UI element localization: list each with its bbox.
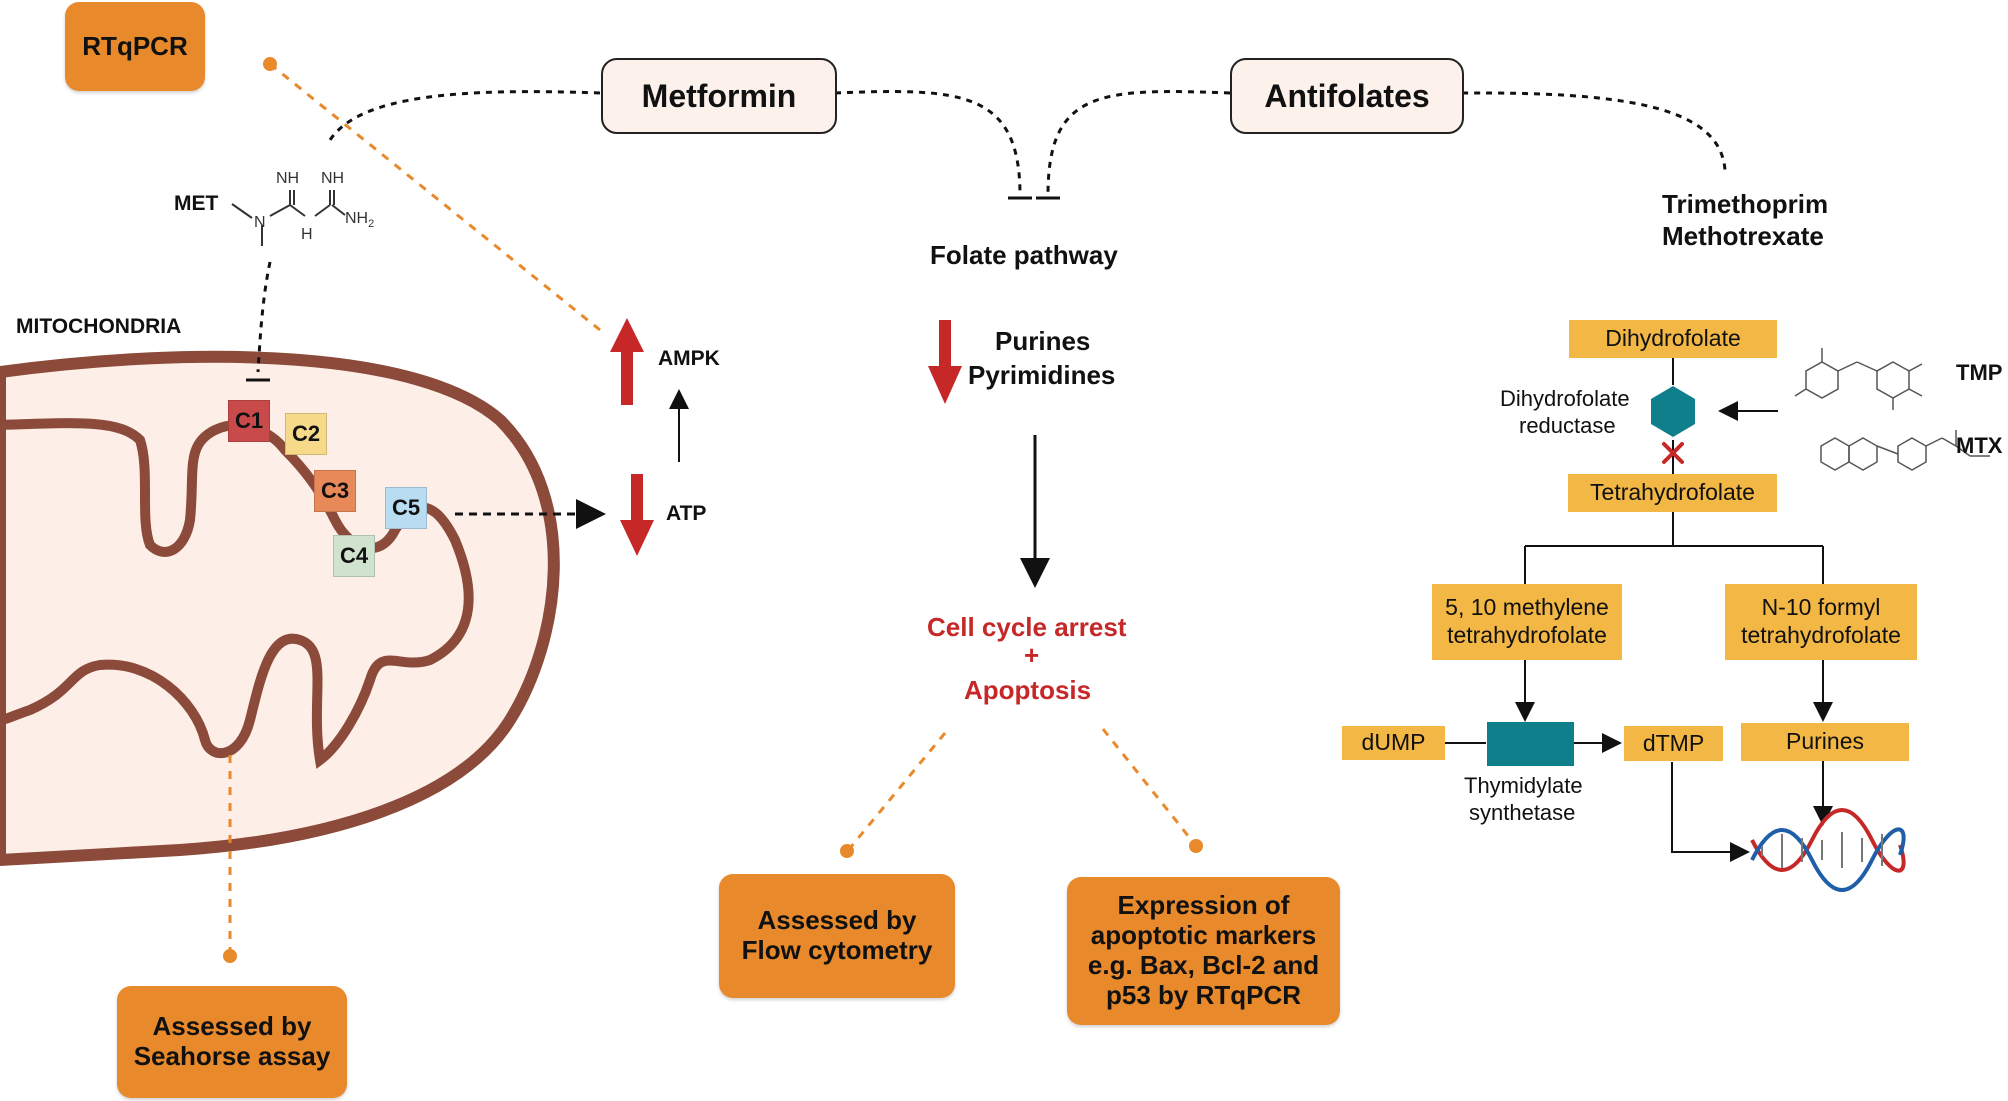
- purines-label: Purines: [995, 326, 1091, 356]
- tetrahydrofolate-box: Tetrahydrofolate: [1568, 474, 1777, 512]
- complex-c2: C2: [285, 413, 327, 455]
- methotrexate-label: Methotrexate: [1662, 221, 1824, 251]
- trimethoprim-label: Trimethoprim: [1662, 189, 1829, 219]
- dhfr-enzyme-icon: [1651, 386, 1695, 437]
- atp-down-arrow-icon: [620, 474, 654, 556]
- met-label: MET: [174, 192, 219, 215]
- purines-box: Purines: [1741, 723, 1909, 761]
- complex-c5: C5: [385, 487, 427, 529]
- cell-cycle-arrest-label: Cell cycle arrest: [927, 612, 1127, 642]
- plus-label: +: [1024, 640, 1040, 670]
- dhfr-label-line1: Dihydrofolate: [1500, 386, 1630, 411]
- thymidylate-label-line1: Thymidylate: [1464, 773, 1583, 798]
- mol-nh-1: NH: [276, 170, 300, 187]
- mtx-label: MTX: [1956, 433, 2003, 458]
- ampk-label: AMPK: [658, 347, 720, 370]
- antifolates-box: Antifolates: [1230, 58, 1464, 134]
- rtqpcr-box: RTqPCR: [65, 2, 205, 91]
- complex-c1: C1: [228, 400, 270, 442]
- mol-nh2: NH2: [345, 210, 374, 230]
- complex-c3: C3: [314, 470, 356, 512]
- mol-nh-2: NH: [321, 170, 345, 187]
- tmp-molecule-icon: [1794, 348, 1923, 410]
- mol-nh2-sub: 2: [368, 218, 375, 231]
- inhibition-x-icon: [1662, 442, 1684, 464]
- apoptotic-markers-box: Expression of apoptotic markers e.g. Bax…: [1067, 877, 1340, 1025]
- mol-h: H: [301, 226, 313, 243]
- ampk-up-arrow-icon: [610, 318, 644, 405]
- purines-down-arrow-icon: [928, 320, 962, 404]
- apoptosis-label: Apoptosis: [964, 675, 1092, 705]
- dtmp-box: dTMP: [1624, 726, 1723, 761]
- formyl-thf-box: N-10 formyl tetrahydrofolate: [1725, 584, 1917, 660]
- metformin-box: Metformin: [601, 58, 837, 134]
- thymidylate-synthetase-icon: [1487, 722, 1574, 766]
- mol-n: N: [254, 214, 266, 231]
- thymidylate-label-line2: synthetase: [1469, 800, 1576, 825]
- mtx-molecule-icon: [1820, 430, 1990, 471]
- atp-label: ATP: [666, 502, 707, 525]
- dihydrofolate-box: Dihydrofolate: [1569, 320, 1777, 358]
- pyrimidines-label: Pyrimidines: [968, 360, 1116, 390]
- dhfr-label-line2: reductase: [1519, 413, 1616, 438]
- folate-pathway-label: Folate pathway: [930, 240, 1118, 270]
- flow-cytometry-box: Assessed by Flow cytometry: [719, 874, 955, 998]
- mol-nh2-base: NH: [345, 210, 369, 227]
- tmp-label: TMP: [1956, 360, 2003, 385]
- complex-c4: C4: [333, 535, 375, 577]
- dump-box: dUMP: [1342, 726, 1445, 760]
- dna-helix-icon: [1750, 808, 1906, 892]
- methylene-thf-box: 5, 10 methylene tetrahydrofolate: [1432, 584, 1622, 660]
- mitochondrion: [0, 350, 560, 867]
- mitochondria-label: MITOCHONDRIA: [16, 315, 182, 338]
- metformin-molecule-icon: [231, 190, 346, 246]
- seahorse-assay-box: Assessed by Seahorse assay: [117, 986, 347, 1098]
